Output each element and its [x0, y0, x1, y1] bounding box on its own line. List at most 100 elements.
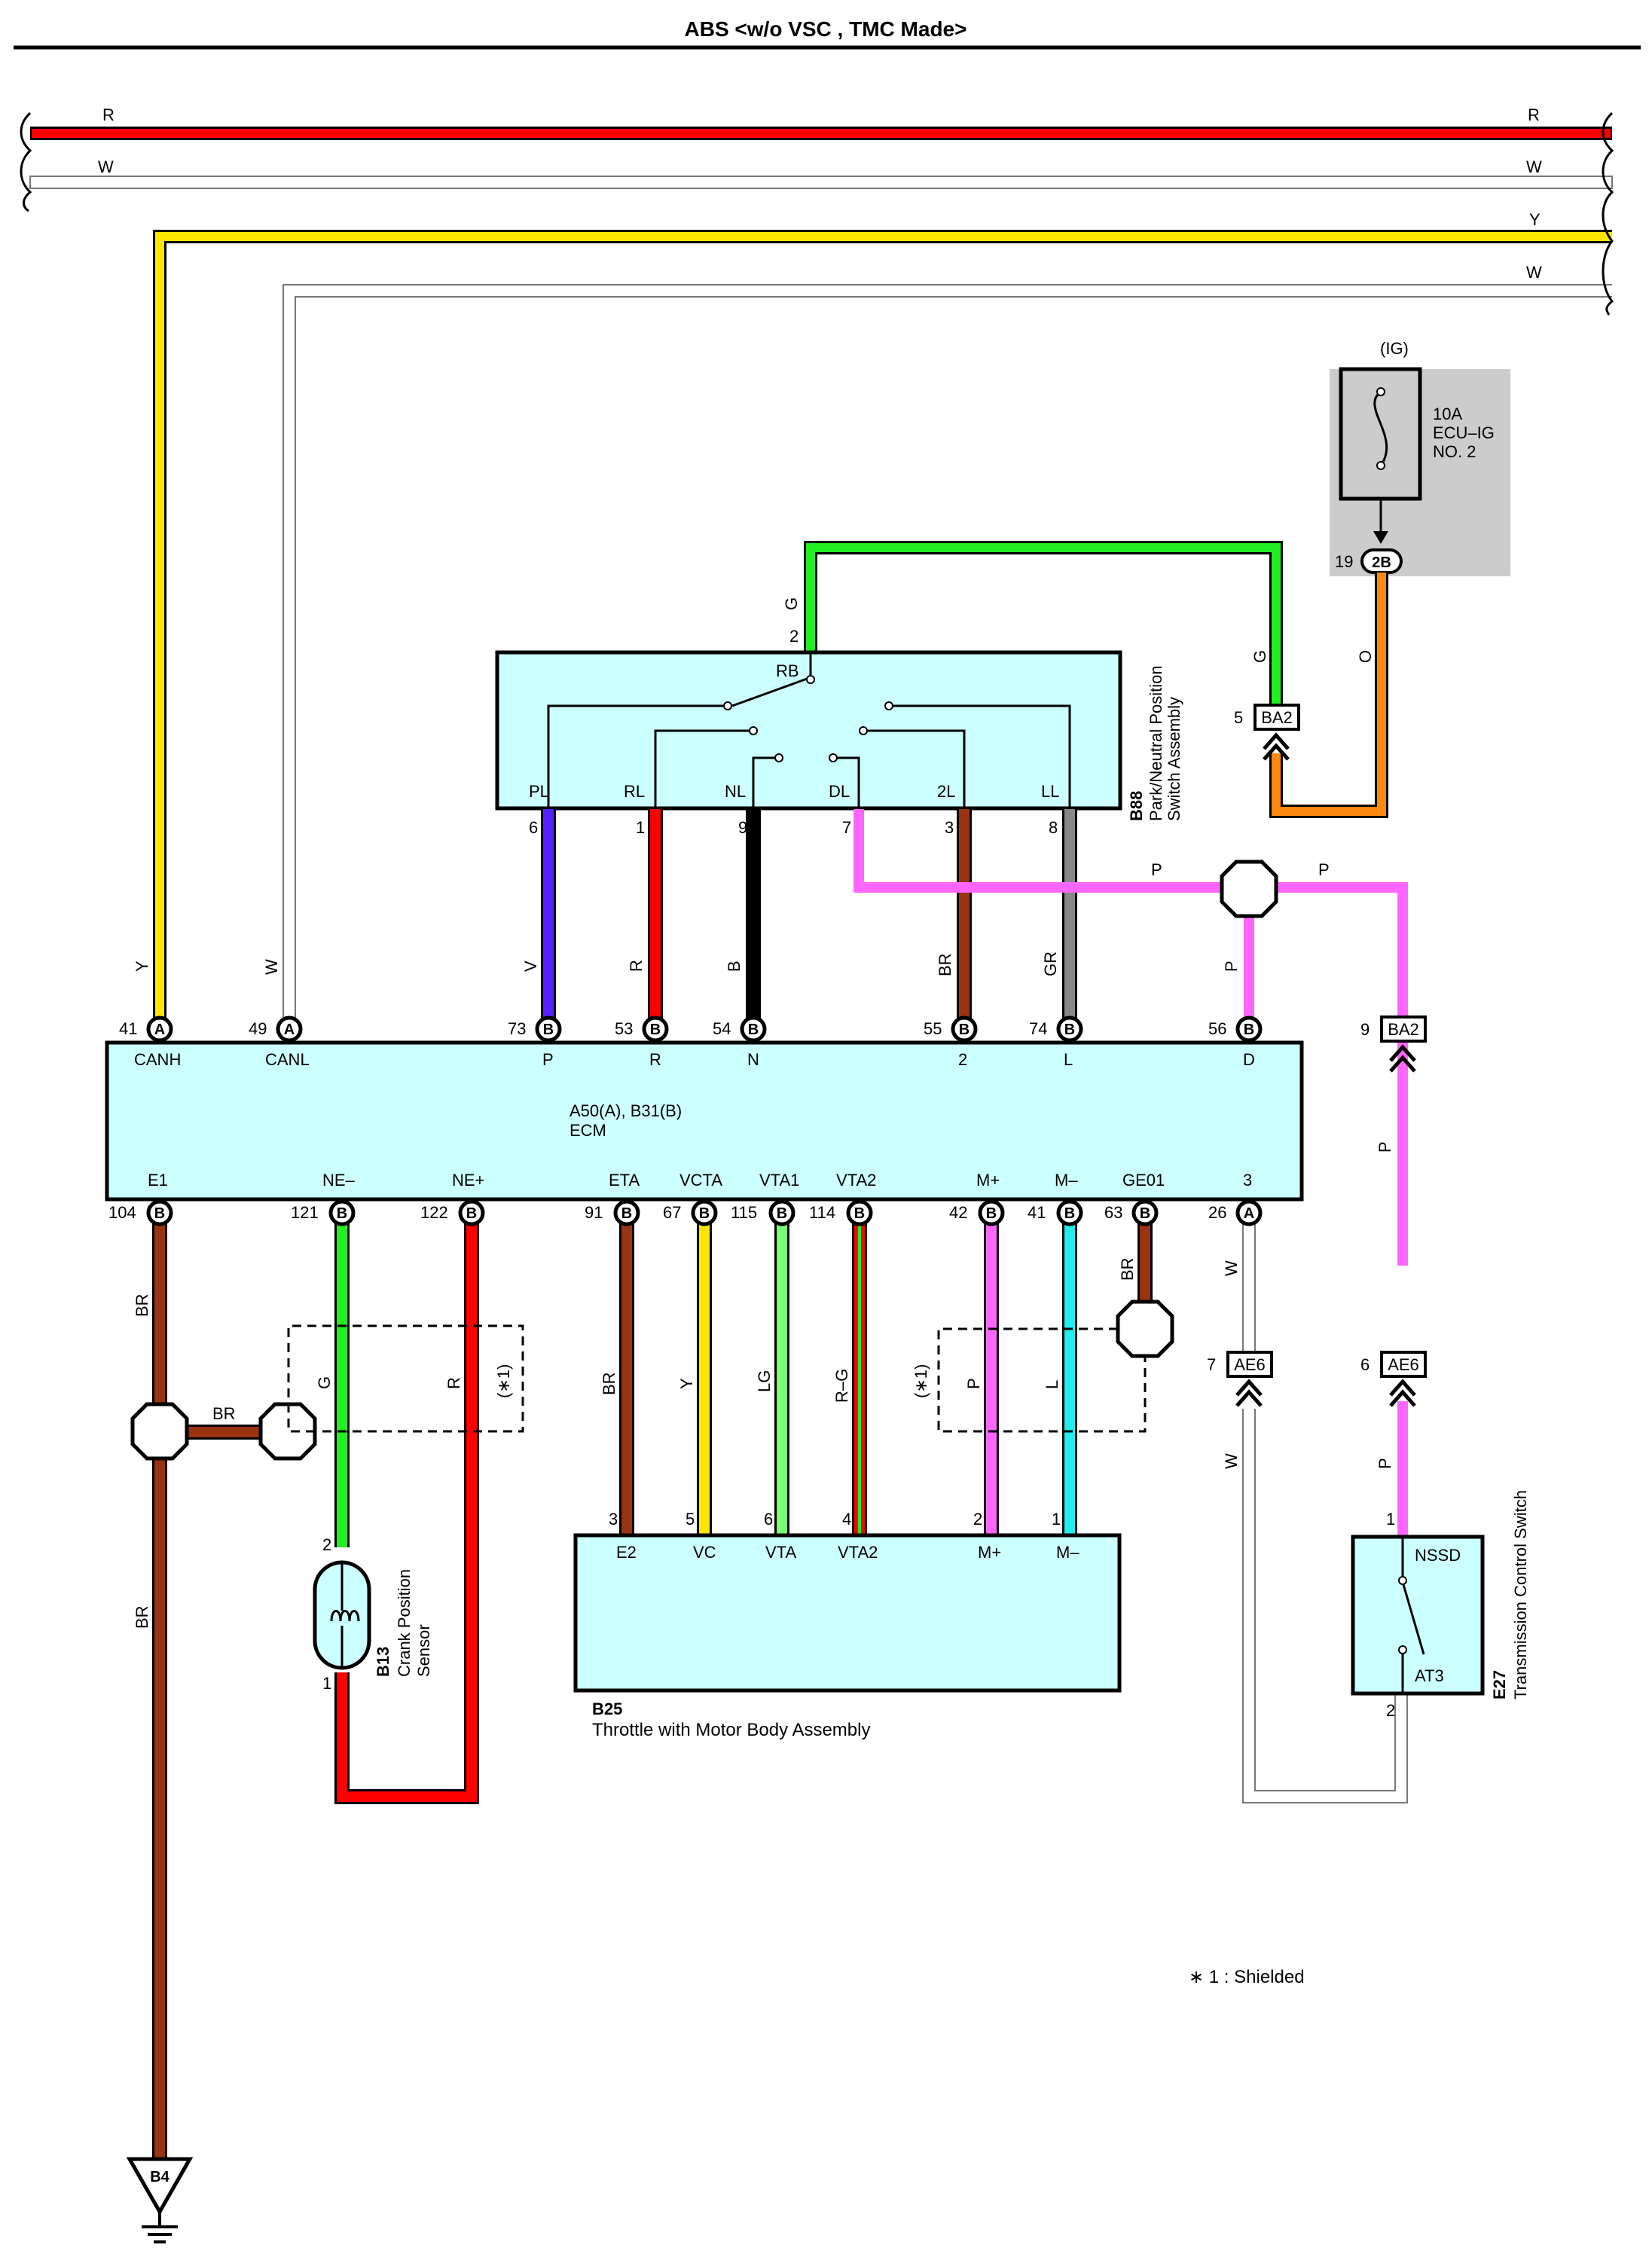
- throttle-pin-m-plus: 2: [973, 1510, 982, 1529]
- shield-mark-crank: (∗1): [494, 1364, 513, 1398]
- ecm-top-pin-r: 53: [615, 1019, 633, 1038]
- wire-label-vcta: Y: [677, 1378, 696, 1389]
- ecm-term-l: L: [1064, 1050, 1073, 1069]
- ecm-bot-pin-ge01: 63: [1104, 1203, 1122, 1222]
- ecm-top-conn-r: B: [650, 1022, 661, 1038]
- ecm-name1: A50(A), B31(B): [569, 1101, 682, 1120]
- throttle-pin-vta: 6: [764, 1510, 773, 1529]
- ba2-wire-g-label: G: [1250, 650, 1269, 663]
- wire-p-label-2: P: [1318, 860, 1330, 879]
- pnp-ecm-wires: [541, 809, 1077, 1025]
- pnp-switch-contacts: [547, 652, 1071, 808]
- break-mark-left: [20, 111, 32, 212]
- ecm-term-vta2: VTA2: [836, 1171, 876, 1190]
- wire-label-vta2: R–G: [832, 1369, 851, 1403]
- throttle-pin-vta2: 4: [842, 1510, 851, 1529]
- throttle-term-vta2: VTA2: [838, 1543, 878, 1562]
- ecm-top-conn-2: B: [959, 1022, 970, 1038]
- wire-label-ne-minus: G: [315, 1376, 334, 1389]
- tcs-box: [1351, 1535, 1485, 1696]
- ecm-term-p: P: [542, 1050, 554, 1069]
- fuse-wire-o-label: O: [1356, 650, 1375, 663]
- ae6-left-label: AE6: [1234, 1355, 1266, 1374]
- crank-coil-icon: [330, 1610, 360, 1622]
- connector-ae6-right: [1380, 1351, 1427, 1378]
- ecm-term-vcta: VCTA: [679, 1171, 722, 1190]
- ecm-term-d: D: [1243, 1050, 1255, 1069]
- wire-p-dl: [853, 809, 1408, 1266]
- connector-ae6-left: [1226, 1351, 1273, 1378]
- connector-ba2-right: [1380, 1015, 1427, 1043]
- ecm-top-wire-n: B: [725, 960, 744, 972]
- splice-br-ground: [130, 1402, 189, 1461]
- ecm-term-n: N: [747, 1050, 759, 1069]
- wire-label-m-minus: L: [1043, 1380, 1061, 1389]
- throttle-term-e2: E2: [616, 1543, 637, 1562]
- tcs-name: Transmission Control Switch: [1511, 1490, 1530, 1700]
- ecm-top-wire-p: V: [521, 960, 540, 972]
- ecm-term-canl: CANL: [265, 1050, 310, 1069]
- throttle-term-vc: VC: [693, 1543, 716, 1562]
- throttle-term-vta: VTA: [765, 1543, 796, 1562]
- ecm-top-pin-canl: 49: [249, 1019, 267, 1038]
- pnp-code: B88: [1127, 791, 1146, 821]
- ecm-bot-conn-3: A: [1244, 1205, 1254, 1222]
- wire-label-ne-plus: R: [444, 1377, 463, 1389]
- pnp-pin-g: 2: [789, 627, 799, 646]
- ecm-term-3: 3: [1243, 1171, 1252, 1190]
- splice-p: [1220, 860, 1278, 918]
- fuse-ig-label: (IG): [1380, 339, 1409, 358]
- ecm-top-wire-2: BR: [936, 953, 954, 976]
- wire-label-w-right: W: [1526, 157, 1542, 176]
- ecm-bot-pin-vta2: 114: [809, 1203, 835, 1222]
- ae6-right-label: AE6: [1388, 1355, 1419, 1374]
- ecm-top-pin-p: 73: [508, 1019, 526, 1038]
- crank-pin-bot: 1: [322, 1674, 331, 1693]
- wire-label-vta1: LG: [755, 1370, 774, 1392]
- ecm-term-m-plus: M+: [976, 1171, 1000, 1190]
- ecm-top-wire-canh: Y: [133, 960, 151, 972]
- ecm-top-pin-l: 74: [1029, 1019, 1047, 1038]
- ae6-left-pin: 7: [1207, 1355, 1216, 1374]
- throttle-name: Throttle with Motor Body Assembly: [592, 1720, 870, 1740]
- ecm-term-eta: ETA: [609, 1171, 640, 1190]
- wire-label-ge01: BR: [1118, 1257, 1137, 1281]
- break-mark-right: [1602, 111, 1614, 316]
- tcs-term-nssd: NSSD: [1415, 1546, 1461, 1565]
- throttle-pin-m-minus: 1: [1052, 1510, 1061, 1529]
- ecm-bot-conn-ne-minus: B: [337, 1205, 347, 1222]
- tcs-contact-bot: [1398, 1645, 1407, 1654]
- ecm-top-wire-r: R: [627, 960, 646, 972]
- throttle-code: B25: [592, 1700, 622, 1718]
- wire-label-r-right: R: [1528, 105, 1540, 124]
- ecm-term-ne-plus: NE+: [452, 1171, 484, 1190]
- throttle-box: [573, 1533, 1122, 1693]
- fuse-icon: [1373, 390, 1388, 466]
- ecm-box: [105, 1040, 1304, 1202]
- wire-label-r-left: R: [102, 105, 115, 124]
- ecm-top-pin-canh: 41: [119, 1019, 137, 1038]
- ecm-bot-conn-ge01: B: [1140, 1205, 1150, 1222]
- ecm-top-conn-p: B: [543, 1022, 554, 1038]
- splice-ge01: [1116, 1300, 1174, 1358]
- ecm-term-vta1: VTA1: [759, 1171, 799, 1190]
- pnp-pin-ll: 8: [1049, 818, 1058, 837]
- ecm-bot-pin-e1: 104: [108, 1203, 136, 1222]
- pnp-term-pl: PL: [529, 782, 549, 801]
- ba2-top-pin: 5: [1234, 708, 1243, 727]
- wire-label-w-left: W: [98, 157, 114, 176]
- ba2-right-label: BA2: [1388, 1020, 1419, 1039]
- tcs-pin-top: 1: [1386, 1510, 1395, 1529]
- ecm-top-pin-d: 56: [1208, 1019, 1226, 1038]
- tcs-code: E27: [1490, 1670, 1509, 1700]
- ecm-top-wire-l: GR: [1041, 951, 1060, 976]
- ecm-top-conn-l: B: [1064, 1022, 1075, 1038]
- shield-box-motor: [937, 1327, 1147, 1433]
- ecm-top-conn-canl: A: [284, 1022, 295, 1038]
- throttle-pin-e2: 3: [609, 1510, 618, 1529]
- ecm-top-conn-n: B: [748, 1022, 759, 1038]
- ecm-term-2: 2: [958, 1050, 967, 1069]
- pnp-term-ll: LL: [1041, 782, 1059, 801]
- pnp-term-2l: 2L: [937, 782, 955, 801]
